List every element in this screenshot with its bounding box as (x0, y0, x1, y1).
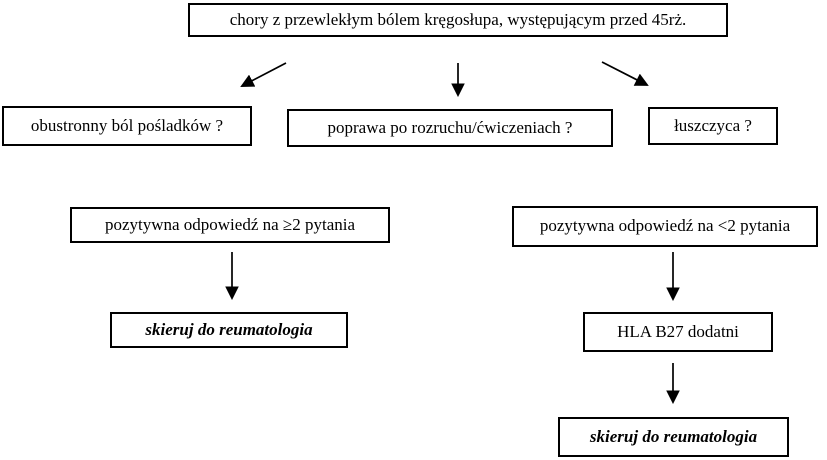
arrow-root-to-question-buttocks (240, 62, 287, 87)
node-question-buttocks: obustronny ból pośladków ? (2, 106, 252, 146)
node-question-psoriasis: łuszczyca ? (648, 107, 778, 145)
node-question-exercise: poprawa po rozruchu/ćwiczeniach ? (287, 109, 613, 147)
node-refer-rheumatology-right: skieruj do reumatologia (558, 417, 789, 457)
node-refer-rheumatology-left: skieruj do reumatologia (110, 312, 348, 348)
node-root-patient: chory z przewlekłym bólem kręgosłupa, wy… (188, 3, 728, 37)
arrow-root-to-question-psoriasis (601, 61, 649, 86)
node-branch-positive: pozytywna odpowiedź na ≥2 pytania (70, 207, 390, 243)
node-branch-negative: pozytywna odpowiedź na <2 pytania (512, 206, 818, 247)
node-hla-b27: HLA B27 dodatni (583, 312, 773, 352)
